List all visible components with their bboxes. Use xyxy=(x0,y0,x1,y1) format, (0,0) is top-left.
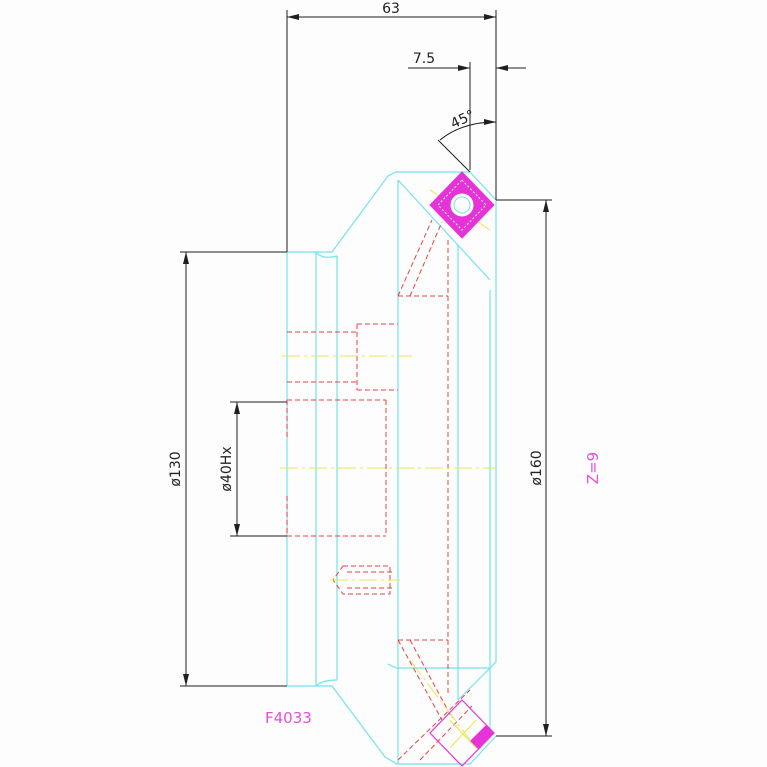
dimension-arrows xyxy=(183,14,549,736)
dimension-dia-130-label: ø130 xyxy=(168,451,184,486)
insert-top xyxy=(429,171,495,239)
dimension-7-5-label: 7.5 xyxy=(413,51,435,67)
hidden-lines xyxy=(286,219,473,761)
dimension-dia-40hx-label: ø40Hx xyxy=(219,446,235,491)
part-outline xyxy=(286,171,497,765)
dimension-45-deg-label: 45° xyxy=(448,107,477,132)
center-lines xyxy=(280,189,496,741)
insert-bottom xyxy=(429,699,495,767)
dimension-63-label: 63 xyxy=(382,1,400,17)
part-id-label: F4033 xyxy=(265,709,312,727)
teeth-count-label: Z=9 xyxy=(584,452,602,484)
dimension-dia-160-label: ø160 xyxy=(529,450,545,485)
